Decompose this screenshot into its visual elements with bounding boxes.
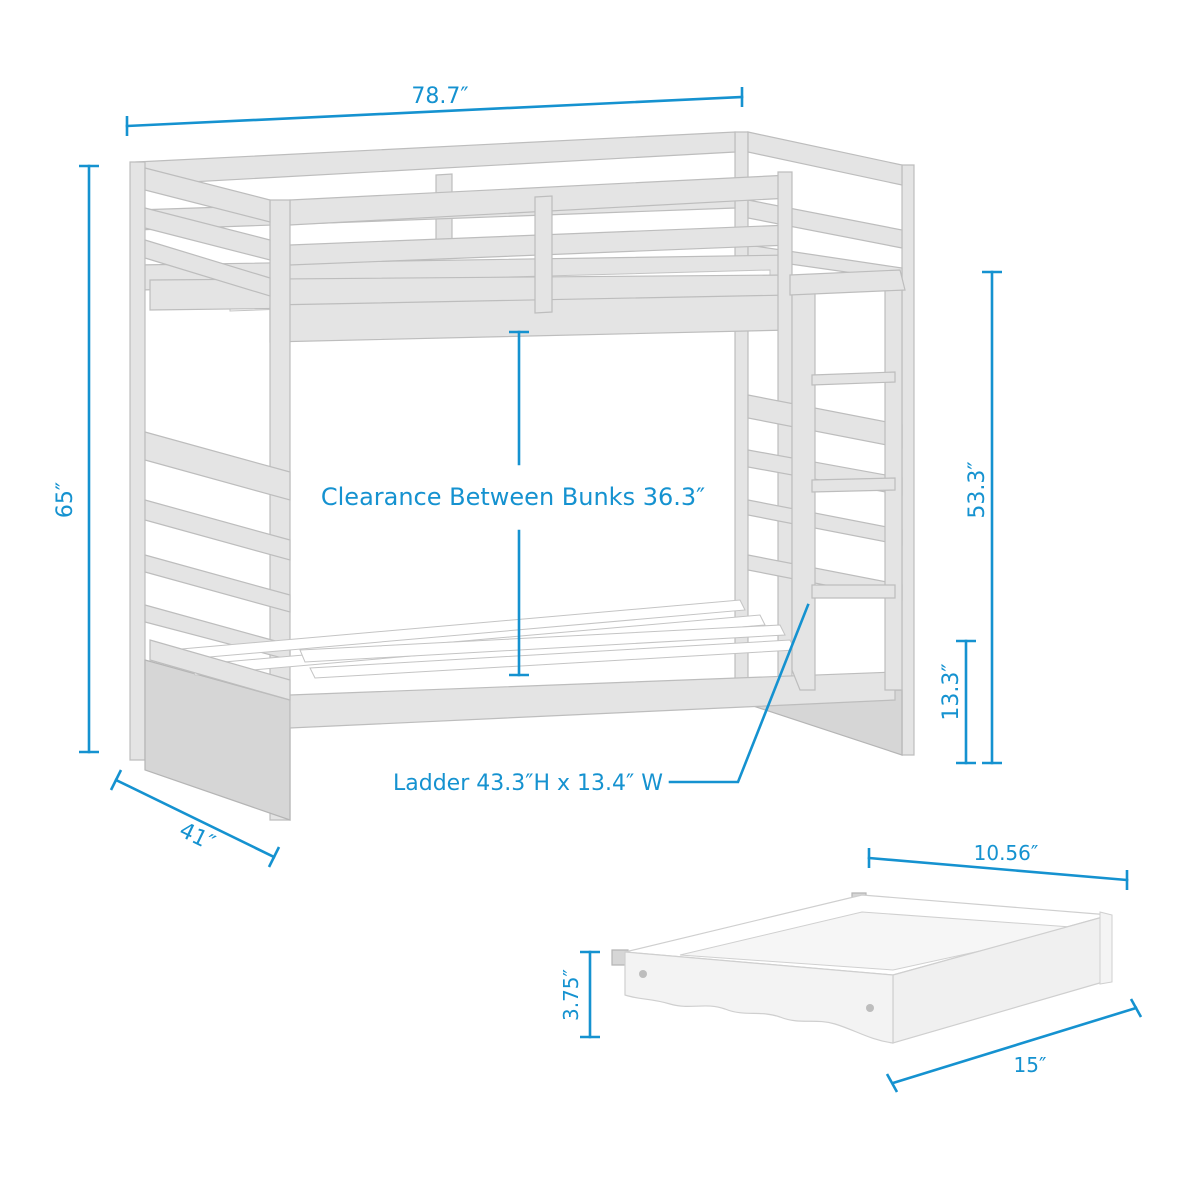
trundle-drawer-illustration: [611, 892, 1113, 1044]
bunk-bed-illustration: [129, 131, 915, 821]
ladder: [789, 269, 906, 691]
dimension-labels: 78.7″ 65″ 41″ Clearance Between Bunks 36…: [53, 84, 1046, 1077]
height-label: 65″: [53, 482, 78, 518]
width-label: 78.7″: [411, 84, 468, 109]
ladder-label: Ladder 43.3″H x 13.4″ W: [393, 771, 663, 796]
drawer-width-label: 10.56″: [974, 841, 1039, 865]
bottom-bunk-slats: [169, 599, 796, 679]
bottom-bunk-height-label: 13.3″: [939, 663, 964, 720]
drawer-depth-label: 15″: [1014, 1053, 1047, 1077]
dimension-lines: [79, 87, 1002, 868]
top-bunk-height-label: 53.3″: [965, 461, 990, 518]
depth-label: 41″: [175, 818, 219, 856]
drawer-height-label: 3.75″: [559, 969, 583, 1021]
drawer-dimension-lines: [580, 848, 1143, 1093]
clearance-label: Clearance Between Bunks 36.3″: [321, 483, 705, 511]
